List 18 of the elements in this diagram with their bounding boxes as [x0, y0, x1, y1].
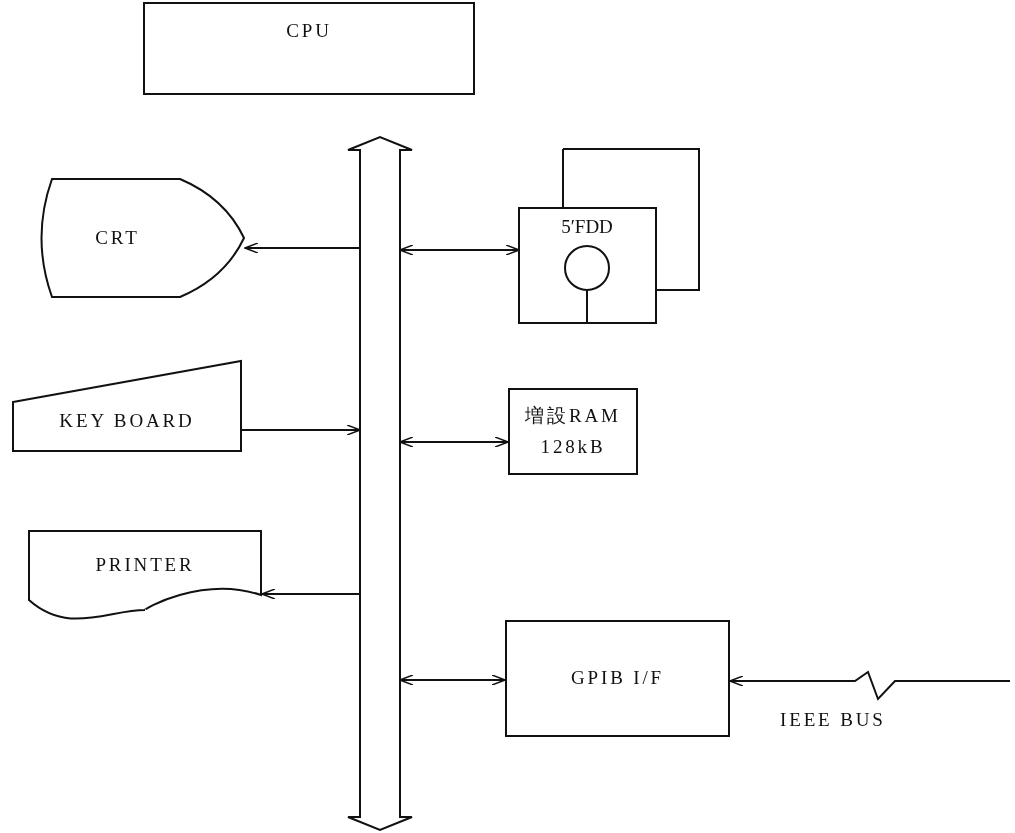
- node-label: KEY BOARD: [59, 408, 195, 433]
- process-box: [508, 388, 638, 475]
- arrow: [729, 670, 1011, 701]
- node-label: PRINTER: [95, 552, 195, 577]
- node-label: CPU: [286, 19, 332, 43]
- process-box: [505, 620, 730, 737]
- node-label: CRT: [95, 225, 140, 250]
- manual-input-shape: [12, 360, 242, 452]
- arrow: [241, 424, 361, 436]
- bus-double-arrow: [346, 136, 414, 831]
- node-label: 5′FDD: [561, 215, 613, 239]
- disk-drive-box: [518, 148, 700, 324]
- arrow: [261, 588, 361, 600]
- process-box: [143, 2, 475, 95]
- node-label: 増設RAM 128kB: [524, 404, 622, 459]
- bus-label: IEEE BUS: [780, 708, 886, 732]
- node-label: GPIB I/F: [571, 666, 664, 691]
- arrow: [244, 242, 361, 254]
